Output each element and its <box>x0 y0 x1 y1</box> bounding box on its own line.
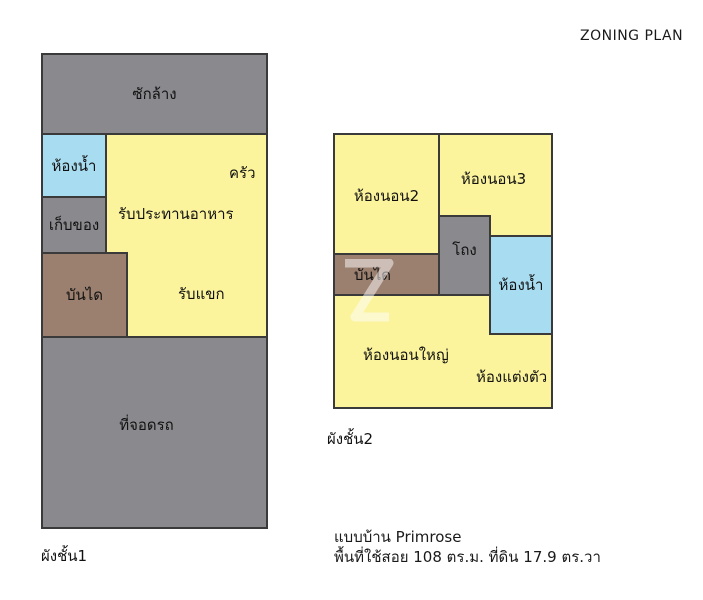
room-bathroom2-label: ห้องน้ำ <box>498 276 544 294</box>
room-dining-label: รับประทานอาหาร <box>118 205 234 223</box>
room-void-label: โถง <box>452 240 477 259</box>
floor2-caption: ผังชั้น2 <box>327 430 374 448</box>
room-stairs: บันได <box>41 252 128 338</box>
house-name: แบบบ้าน Primrose <box>334 528 462 546</box>
house-info: แบบบ้าน Primrose พื้นที่ใช้สอย 108 ตร.ม.… <box>334 527 601 567</box>
room-laundry: ซักล้าง <box>41 53 268 135</box>
room-bedroom3-label: ห้องนอน3 <box>460 170 527 188</box>
room-bathroom-label: ห้องน้ำ <box>51 156 97 175</box>
room-kitchen-label: ครัว <box>229 164 256 182</box>
room-stairs-label: บันได <box>65 286 104 304</box>
room-storage-label: เก็บของ <box>48 216 100 234</box>
room-living-label: รับแขก <box>178 285 225 303</box>
room-master-bedroom-label: ห้องนอนใหญ่ <box>363 346 449 364</box>
room-void: โถง <box>438 215 491 296</box>
room-living-dining <box>105 133 268 338</box>
house-area: พื้นที่ใช้สอย 108 ตร.ม. ที่ดิน 17.9 ตร.ว… <box>334 548 601 566</box>
room-storage: เก็บของ <box>41 196 107 254</box>
room-parking-label: ที่จอดรถ <box>119 415 174 434</box>
floor1-caption: ผังชั้น1 <box>41 547 88 565</box>
plan-title: ZONING PLAN <box>580 28 684 44</box>
room-bedroom2-label: ห้องนอน2 <box>353 187 420 205</box>
room-parking: ที่จอดรถ <box>41 336 268 529</box>
floor1-plan: ซักล้าง ครัว รับประทานอาหาร รับแขก ห้องน… <box>41 53 268 529</box>
watermark-logo <box>345 259 394 322</box>
room-bedroom2: ห้องนอน2 <box>333 133 440 255</box>
room-laundry-label: ซักล้าง <box>132 85 177 103</box>
floor2-plan: ห้องนอนใหญ่ ห้องแต่งตัว ห้องนอน2 ห้องนอน… <box>333 133 553 409</box>
room-bathroom: ห้องน้ำ <box>41 133 107 198</box>
room-bathroom2: ห้องน้ำ <box>489 235 553 335</box>
room-dressing-label: ห้องแต่งตัว <box>476 368 548 386</box>
